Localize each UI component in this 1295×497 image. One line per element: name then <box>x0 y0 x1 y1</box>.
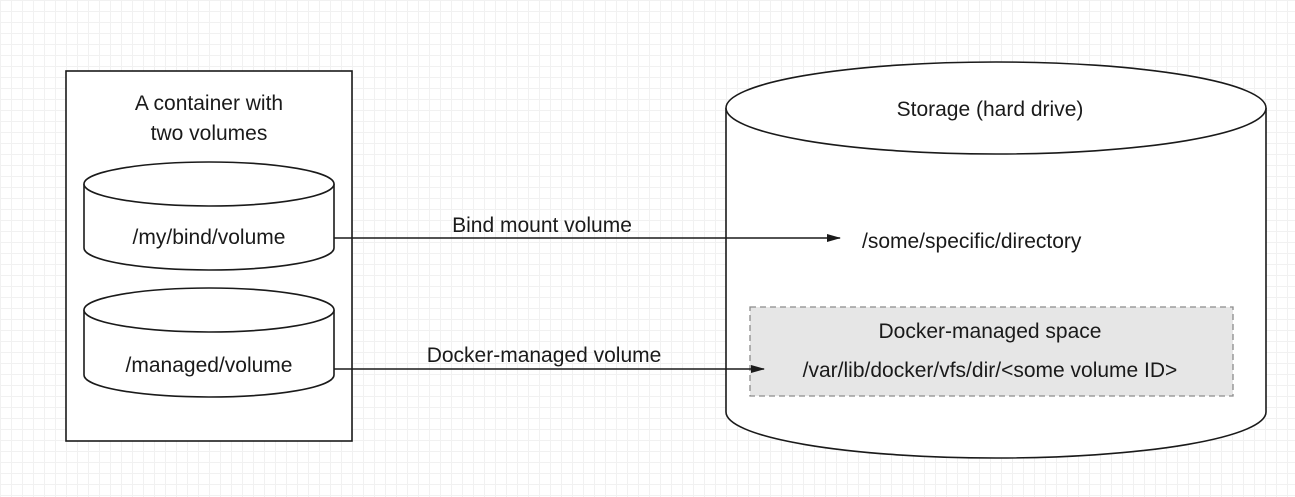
docker-managed-space-path: /var/lib/docker/vfs/dir/<some volume ID> <box>803 359 1178 382</box>
bind-volume-cylinder: /my/bind/volume <box>83 161 335 271</box>
storage-body <box>725 108 1267 459</box>
storage-top <box>725 61 1267 155</box>
container-title-line2: two volumes <box>151 122 268 145</box>
managed-volume-body <box>83 310 335 398</box>
docker-managed-connection: Docker-managed volume <box>334 344 765 373</box>
docker-managed-space: Docker-managed space /var/lib/docker/vfs… <box>749 306 1234 397</box>
bind-mount-label: Bind mount volume <box>452 214 632 237</box>
bind-volume-body <box>83 184 335 271</box>
managed-volume-label: /managed/volume <box>126 354 293 377</box>
container-title-line1: A container with <box>135 92 283 115</box>
docker-managed-label: Docker-managed volume <box>427 344 662 367</box>
bind-mount-connection: Bind mount volume <box>334 214 841 242</box>
docker-managed-space-title: Docker-managed space <box>879 320 1102 343</box>
storage-cylinder: Storage (hard drive) /some/specific/dire… <box>725 61 1267 459</box>
bind-volume-label: /my/bind/volume <box>133 226 286 249</box>
bind-volume-top <box>83 161 335 207</box>
specific-directory-label: /some/specific/directory <box>862 230 1082 253</box>
docker-managed-space-box <box>749 306 1234 397</box>
managed-volume-cylinder: /managed/volume <box>83 287 335 398</box>
storage-title: Storage (hard drive) <box>897 98 1084 121</box>
managed-volume-top <box>83 287 335 333</box>
